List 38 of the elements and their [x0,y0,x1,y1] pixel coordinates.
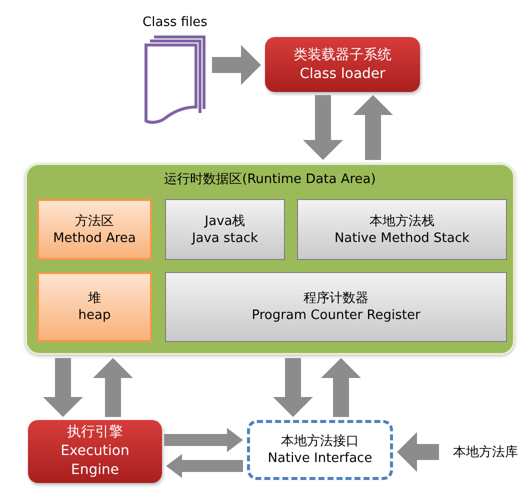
node-subtitle: Execution Engine [60,442,130,480]
caption-text: Class files [142,14,208,31]
block-arrow [166,454,243,478]
heap-box [37,272,152,342]
node-title: 堆 [88,290,101,307]
node-title: Java栈 [204,212,246,230]
node-subtitle: Class loader [300,64,386,84]
block-arrow [273,358,313,417]
node-subtitle: heap [78,307,111,324]
block-arrow [212,45,261,85]
node-subtitle: Program Counter Register [252,307,420,324]
runtime-area-panel [25,163,515,355]
node-title: 方法区 [75,212,114,230]
method-area-box [37,199,152,260]
pc-register-box [165,272,507,342]
block-arrow [93,358,133,417]
node-title: 运行时数据区(Runtime Data Area) [164,171,376,188]
node-subtitle: Native Method Stack [334,230,470,246]
execution-engine-box [28,420,162,483]
java-stack-box [165,199,285,260]
native-stack-box [297,199,507,260]
node-title: 执行引擎 [67,423,123,442]
class-loader-box [265,37,420,92]
node-subtitle: Java stack [192,230,258,246]
native-interface-box [247,420,393,480]
block-arrow [43,358,83,417]
node-subtitle: Method Area [53,230,136,246]
block-arrow [353,95,393,160]
block-arrow [303,95,343,160]
node-subtitle: Native Interface [268,450,372,467]
block-arrow [164,428,243,452]
node-title: 本地方法栈 [370,212,434,230]
node-label: 本地方法库 [443,440,528,464]
node-title: 类装载器子系统 [294,46,392,64]
block-arrow [397,432,439,472]
node-title: 本地方法接口 [281,433,359,450]
node-title: 程序计数器 [304,290,368,307]
block-arrow [321,358,361,417]
